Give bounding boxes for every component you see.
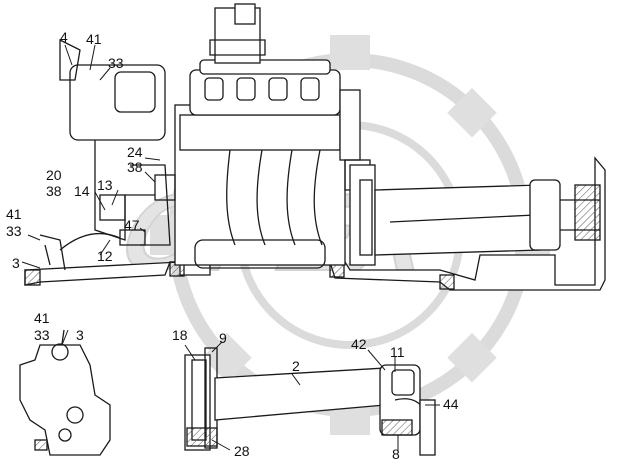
callout-2: 2 [292, 358, 300, 374]
callout-12: 12 [97, 248, 113, 264]
injector-row [204, 77, 320, 101]
callout-13: 13 [97, 177, 113, 193]
leader-lines [21, 44, 440, 451]
callout-42: 42 [351, 336, 367, 352]
callout-4: 4 [60, 29, 68, 45]
engine-assembly [24, 3, 606, 291]
callout-14: 14 [74, 183, 90, 199]
cylinder-head [189, 69, 341, 116]
callout-18: 18 [172, 327, 188, 343]
callout-41-bottom: 41 [34, 310, 50, 326]
callout-9: 9 [219, 330, 227, 346]
callout-3-bottom: 3 [76, 327, 84, 343]
fuel-pump [69, 64, 166, 141]
callout-11: 11 [390, 344, 405, 360]
detail-view-pump [19, 329, 111, 456]
callout-3-left: 3 [12, 255, 20, 271]
callout-33-top: 33 [108, 55, 124, 71]
callout-28: 28 [234, 443, 250, 459]
callout-41-left: 41 [6, 206, 22, 222]
callout-20: 20 [46, 167, 62, 183]
callout-44: 44 [443, 396, 459, 412]
callout-38-left: 38 [46, 183, 62, 199]
callout-38-mid: 38 [127, 159, 143, 175]
callout-41-top: 41 [86, 31, 102, 47]
callout-8: 8 [392, 446, 400, 462]
callout-47: 47 [124, 217, 140, 233]
callout-33-left: 33 [6, 223, 22, 239]
callout-24: 24 [127, 144, 143, 160]
callout-33-bottom: 33 [34, 327, 50, 343]
rear-coupling [529, 179, 561, 251]
detail-view-clutch [184, 347, 436, 456]
transmission-tube [374, 184, 541, 256]
